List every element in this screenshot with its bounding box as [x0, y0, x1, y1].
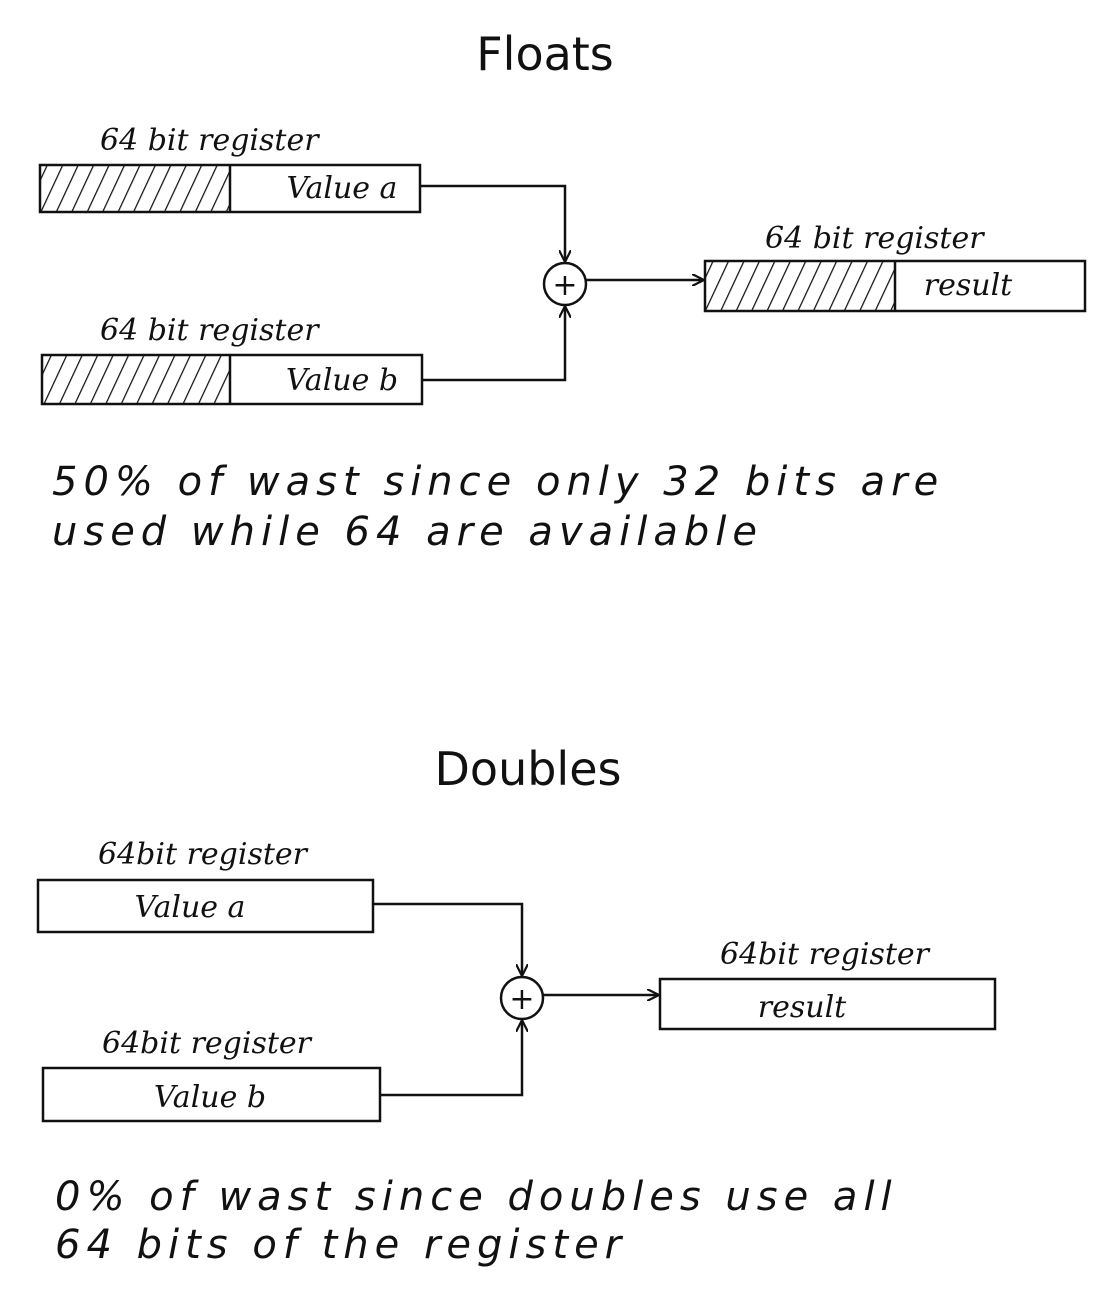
floats-adder-operator: +	[552, 268, 577, 303]
floats-register-b-label: 64 bit register	[100, 313, 320, 348]
floats-note-line-2: used while 64 are available	[52, 509, 763, 555]
floats-register-a-label: 64 bit register	[100, 123, 320, 158]
floats-result-register: 64 bit register result	[703, 221, 1087, 313]
doubles-register-b-value: Value b	[154, 1080, 266, 1115]
floats-register-a: 64 bit register Value a	[38, 123, 422, 214]
doubles-register-a-box	[36, 878, 375, 934]
doubles-section: Doubles 64bit register Value a 64bit reg…	[36, 742, 997, 1268]
doubles-register-b: 64bit register Value b	[41, 1026, 382, 1123]
doubles-note-line-2: 64 bits of the register	[55, 1222, 627, 1268]
doubles-wire-a-to-adder	[373, 902, 522, 975]
doubles-adder-circle	[499, 975, 545, 1021]
floats-adder: +	[542, 261, 588, 307]
doubles-adder: +	[499, 975, 545, 1021]
doubles-register-a-label: 64bit register	[98, 837, 309, 872]
doubles-title: Doubles	[435, 742, 622, 796]
floats-result-label: 64 bit register	[765, 221, 985, 256]
floats-result-unused-half	[705, 261, 895, 311]
floats-result-value: result	[924, 268, 1013, 303]
doubles-result-label: 64bit register	[720, 937, 931, 972]
floats-register-a-value: Value a	[287, 171, 398, 206]
floats-note-line-1: 50% of wast since only 32 bits are	[52, 459, 944, 505]
floats-wire-b-to-adder	[422, 307, 565, 382]
floats-register-b: 64 bit register Value b	[40, 313, 424, 406]
floats-register-b-unused-half	[42, 355, 230, 404]
doubles-result-value: result	[758, 990, 847, 1025]
doubles-register-b-label: 64bit register	[102, 1026, 313, 1061]
doubles-result-register: 64bit register result	[658, 937, 997, 1031]
floats-register-b-value: Value b	[286, 363, 398, 398]
floats-adder-circle	[542, 261, 588, 307]
floats-register-a-unused-half	[40, 165, 230, 212]
doubles-register-a-value: Value a	[135, 890, 246, 925]
doubles-register-a: 64bit register Value a	[36, 837, 375, 934]
doubles-result-box	[658, 977, 997, 1031]
floats-section: Floats 64 bit register Value a 64 bit re…	[38, 27, 1087, 555]
doubles-wire-b-to-adder	[380, 1021, 522, 1097]
doubles-note-line-1: 0% of wast since doubles use all	[55, 1174, 898, 1220]
floats-wire-a-to-adder	[420, 184, 565, 261]
floats-title: Floats	[476, 27, 614, 81]
doubles-adder-operator: +	[509, 982, 534, 1017]
